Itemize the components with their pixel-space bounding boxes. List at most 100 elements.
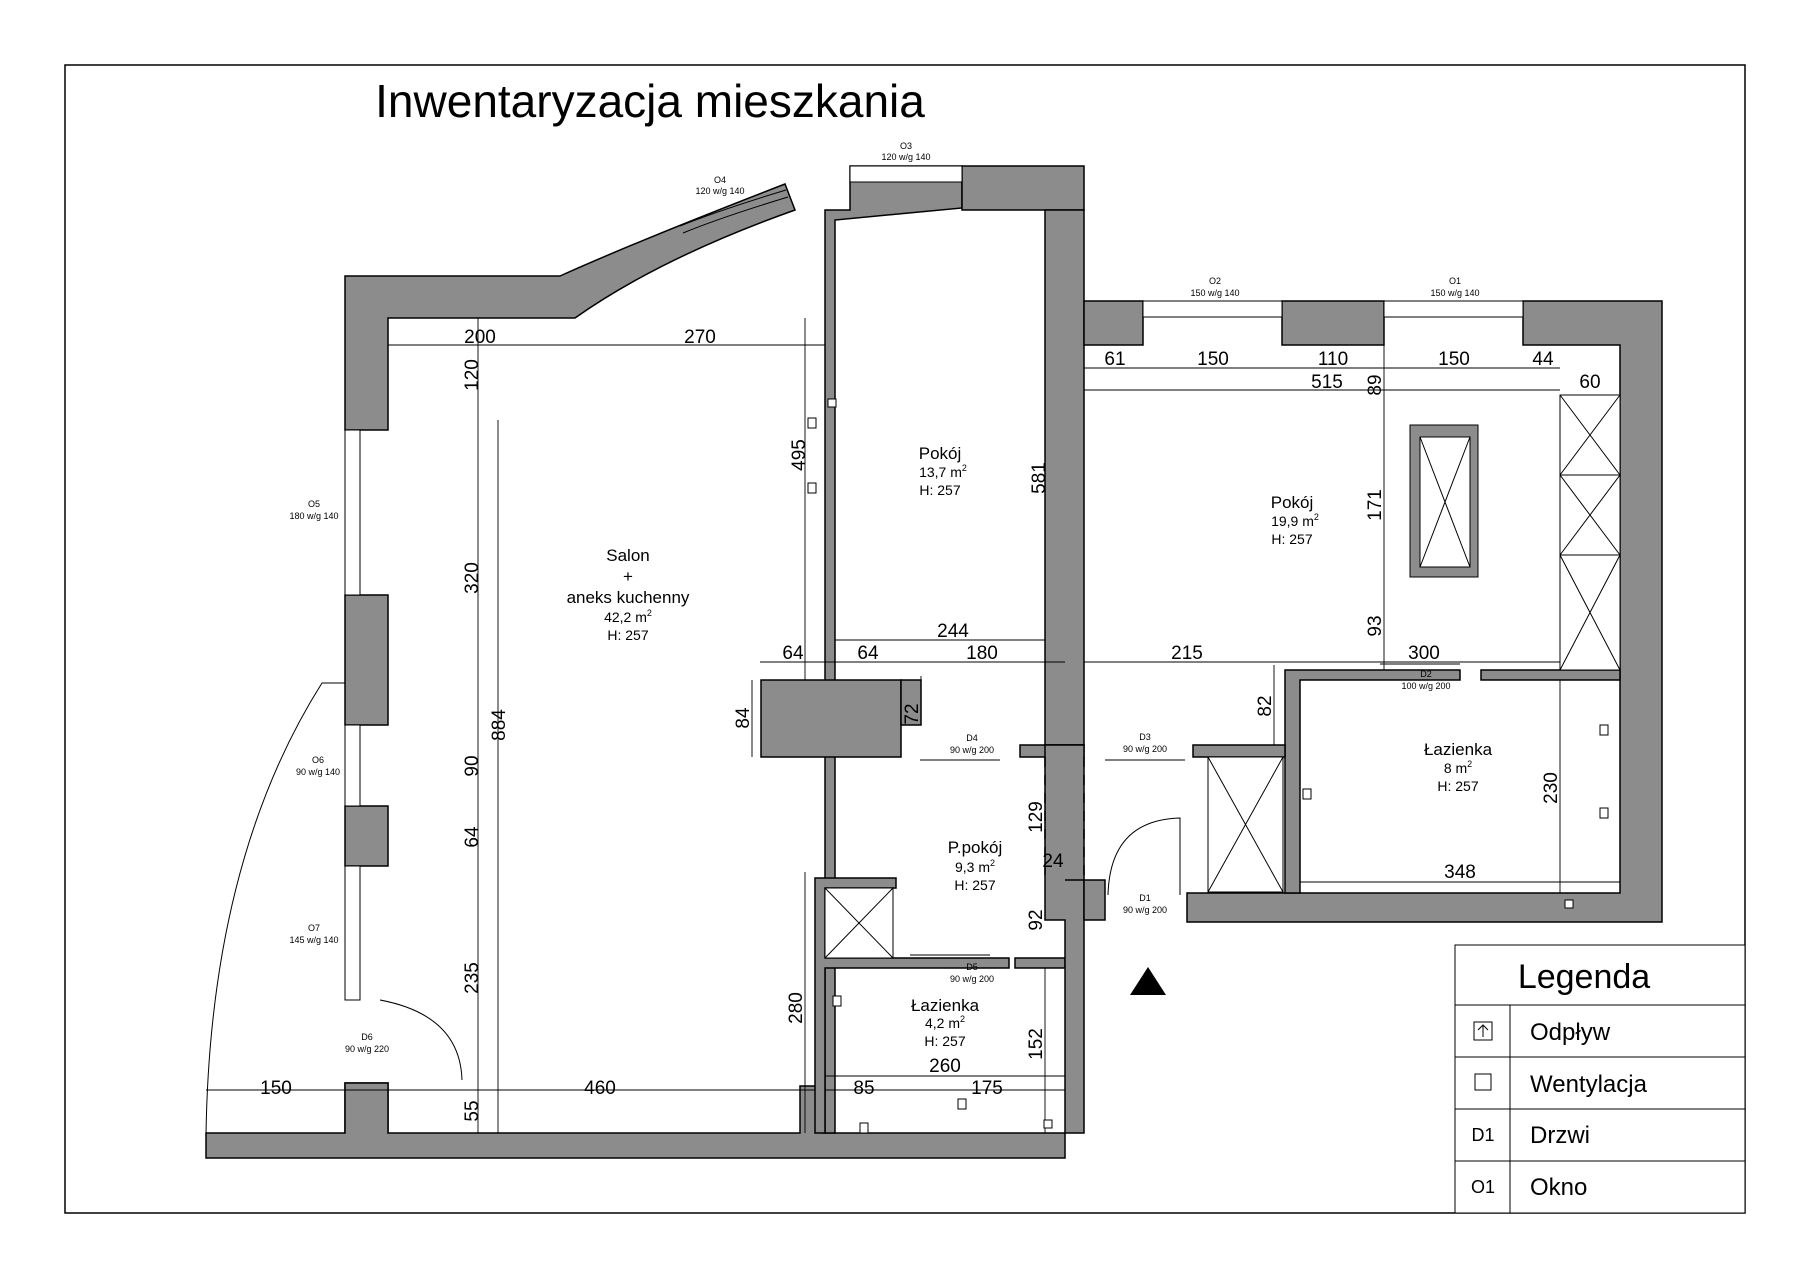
svg-text:515: 515 — [1311, 372, 1343, 393]
drain-icon — [1599, 807, 1609, 819]
vent-icon — [827, 398, 837, 408]
svg-text:235: 235 — [462, 962, 483, 994]
svg-text:72: 72 — [902, 703, 923, 724]
wall-pier-left-1 — [344, 594, 389, 726]
svg-text:495: 495 — [789, 439, 810, 471]
svg-text:90 w/g 200: 90 w/g 200 — [1123, 905, 1167, 915]
svg-text:9,3 m2: 9,3 m2 — [955, 858, 995, 875]
svg-text:100 w/g 200: 100 w/g 200 — [1401, 681, 1450, 691]
svg-text:581: 581 — [1029, 462, 1050, 494]
page-title: Inwentaryzacja mieszkania — [375, 75, 925, 127]
wall-top-mid — [824, 165, 963, 1134]
svg-text:280: 280 — [786, 992, 807, 1024]
svg-text:64: 64 — [857, 643, 879, 664]
svg-text:O2: O2 — [1209, 276, 1221, 286]
svg-text:90 w/g 200: 90 w/g 200 — [1123, 744, 1167, 754]
svg-text:aneks kuchenny: aneks kuchenny — [567, 588, 690, 607]
svg-text:O6: O6 — [312, 755, 324, 765]
svg-text:D5: D5 — [966, 962, 978, 972]
room-pokoj-right-name: Pokój — [1271, 493, 1314, 512]
vent-icon — [1043, 1119, 1053, 1129]
drain-icon — [807, 482, 817, 494]
wall-right-outer — [1186, 300, 1663, 923]
svg-text:90 w/g 140: 90 w/g 140 — [296, 767, 340, 777]
svg-text:O5: O5 — [308, 499, 320, 509]
svg-text:D4: D4 — [966, 733, 978, 743]
wall-bath-top — [1284, 669, 1461, 894]
wall-pier-left-2 — [344, 805, 389, 867]
svg-text:42,2 m2: 42,2 m2 — [604, 608, 652, 625]
svg-text:215: 215 — [1171, 643, 1203, 664]
svg-text:64: 64 — [462, 826, 483, 848]
svg-text:120 w/g 140: 120 w/g 140 — [881, 152, 930, 162]
drain-icon — [1599, 724, 1609, 736]
wall-mid-right — [1044, 209, 1085, 746]
legend-box — [1454, 944, 1746, 1214]
svg-text:90 w/g 200: 90 w/g 200 — [950, 974, 994, 984]
furniture — [824, 394, 1621, 995]
legend-label-window: Okno — [1530, 1174, 1587, 1201]
svg-text:19,9 m2: 19,9 m2 — [1271, 512, 1319, 529]
svg-text:300: 300 — [1408, 643, 1440, 664]
svg-text:D6: D6 — [361, 1032, 373, 1042]
svg-text:180: 180 — [966, 643, 998, 664]
svg-text:D2: D2 — [1420, 669, 1432, 679]
window-O6 — [344, 724, 361, 807]
legend-label-drain: Odpływ — [1530, 1019, 1611, 1046]
svg-text:O3: O3 — [900, 141, 912, 151]
window-O7 — [344, 865, 361, 1001]
svg-text:90 w/g 200: 90 w/g 200 — [950, 745, 994, 755]
drain-icon — [832, 995, 842, 1007]
svg-text:120 w/g 140: 120 w/g 140 — [695, 186, 744, 196]
vent-icon — [1474, 1073, 1492, 1091]
entrance-arrow-icon — [1130, 967, 1166, 995]
wall-left-top — [344, 183, 796, 431]
svg-text:175: 175 — [971, 1078, 1003, 1099]
wall-right-top — [1083, 300, 1144, 346]
window-labels: O2 150 w/g 140 O1 150 w/g 140 O3 120 w/g… — [289, 141, 1479, 945]
svg-text:90 w/g 220: 90 w/g 220 — [345, 1044, 389, 1054]
wall-d3-right — [1192, 744, 1286, 758]
svg-text:60: 60 — [1579, 372, 1600, 393]
svg-text:460: 460 — [584, 1078, 616, 1099]
wall-d1-left — [1065, 879, 1106, 921]
dimension-lines — [206, 210, 1620, 1133]
svg-text:8 m2: 8 m2 — [1444, 759, 1472, 776]
dimension-texts: 200 270 120 320 90 64 235 55 884 495 581… — [260, 327, 1600, 1122]
svg-text:85: 85 — [853, 1078, 874, 1099]
legend-title: Legenda — [1518, 958, 1650, 996]
room-labels: Salon + aneks kuchenny 42,2 m2 H: 257 Po… — [567, 444, 1493, 1049]
svg-text:55: 55 — [462, 1100, 483, 1121]
svg-text:84: 84 — [733, 707, 754, 729]
window-O1 — [1383, 300, 1524, 318]
room-salon-name: Salon — [606, 546, 649, 565]
wall-small-bath — [814, 877, 1010, 1134]
svg-text:13,7 m2: 13,7 m2 — [919, 463, 967, 480]
walls — [205, 165, 1663, 1159]
svg-text:150: 150 — [260, 1078, 292, 1099]
svg-text:171: 171 — [1365, 489, 1386, 521]
legend-label-vent: Wentylacja — [1530, 1071, 1648, 1098]
window-O5 — [344, 429, 361, 596]
svg-text:H: 257: H: 257 — [954, 877, 995, 893]
doors: D1 90 w/g 200 D2 100 w/g 200 D3 90 w/g 2… — [205, 663, 1460, 1136]
svg-text:260: 260 — [929, 1056, 961, 1077]
balcony-outline — [205, 682, 345, 1136]
window-O4 — [679, 189, 787, 227]
svg-text:4,2 m2: 4,2 m2 — [925, 1014, 965, 1031]
svg-text:24: 24 — [1042, 851, 1064, 872]
legend-code-window: O1 — [1471, 1177, 1495, 1197]
wall-block-kitchen — [760, 679, 902, 758]
wall-pier-top-right — [1281, 300, 1385, 346]
svg-text:O1: O1 — [1449, 276, 1461, 286]
drain-icon — [957, 1098, 967, 1110]
svg-text:D3: D3 — [1139, 732, 1151, 742]
svg-text:110: 110 — [1318, 349, 1348, 370]
svg-text:D1: D1 — [1139, 893, 1151, 903]
wall-ppokoj-right — [1044, 744, 1085, 1134]
svg-text:120: 120 — [462, 359, 483, 391]
wall-bottom — [205, 1082, 1066, 1159]
svg-text:150: 150 — [1438, 349, 1470, 370]
sheet-frame — [64, 64, 1746, 1214]
drain-icon — [859, 1122, 869, 1134]
